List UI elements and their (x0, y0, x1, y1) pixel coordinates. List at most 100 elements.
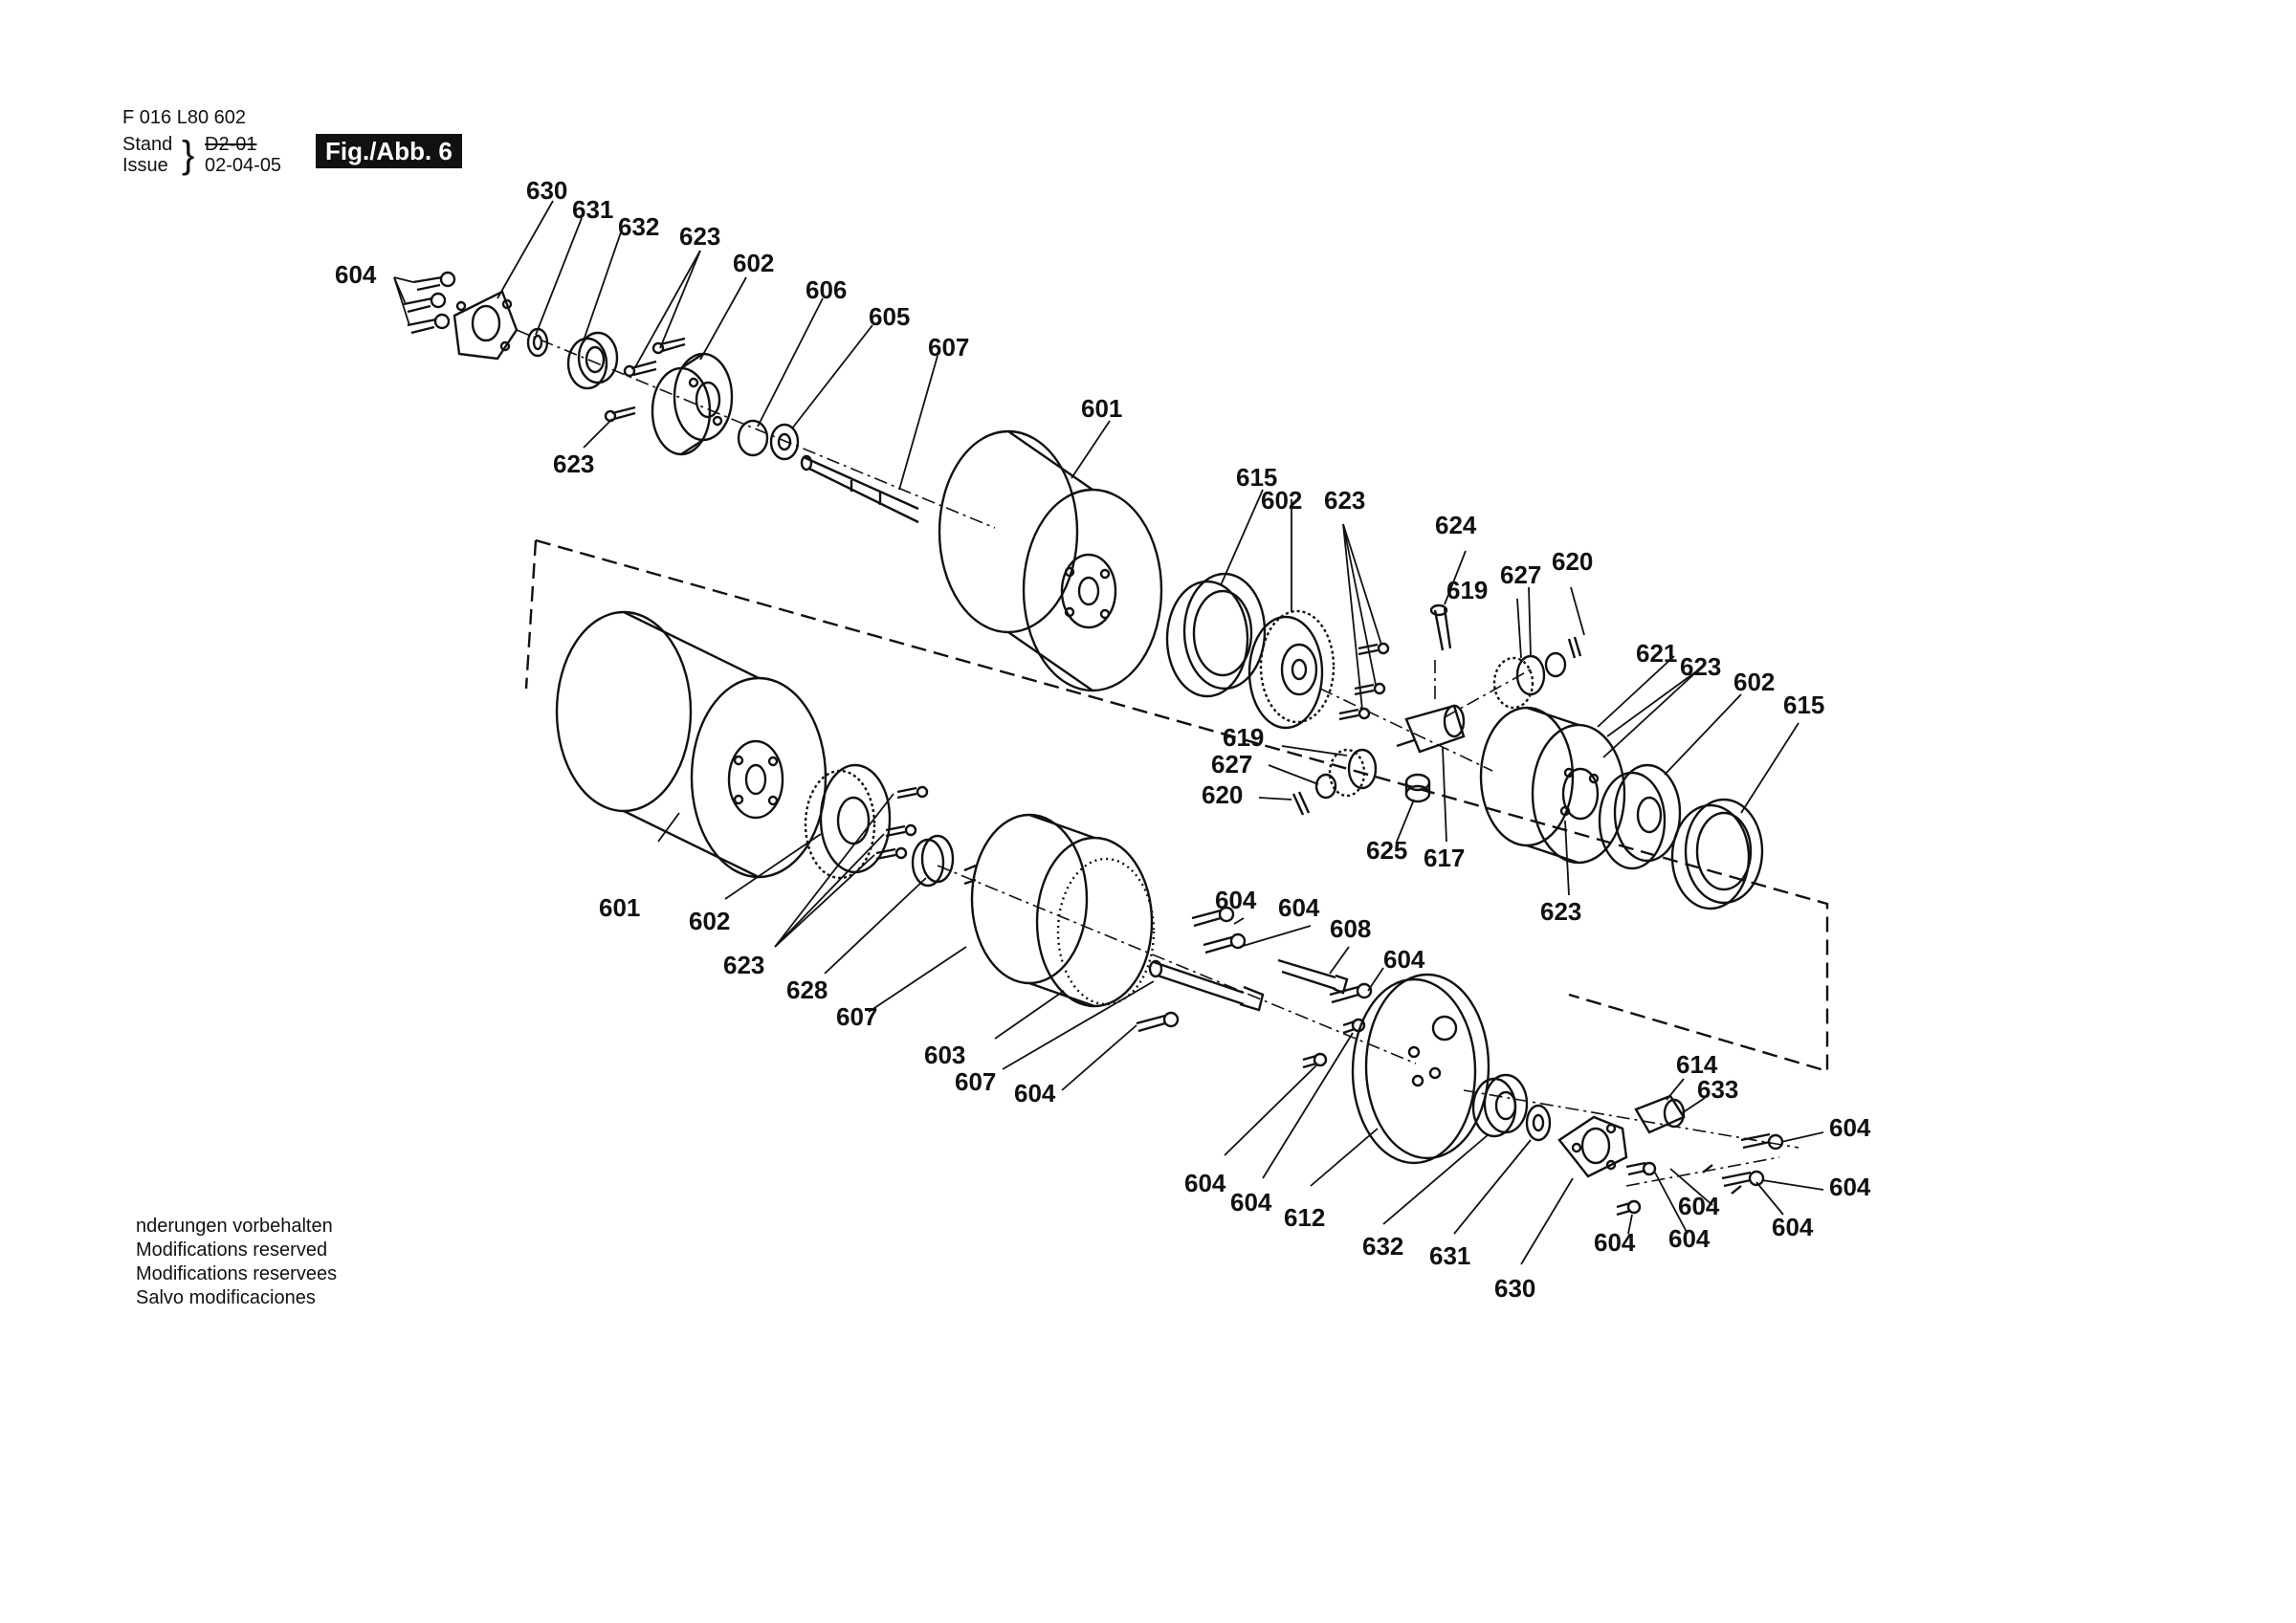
assembly-boundary-left (524, 539, 538, 690)
part-label: 604 (1594, 1228, 1636, 1257)
note-spanish: Salvo modificaciones (136, 1287, 316, 1308)
shaft-607-top (800, 454, 919, 524)
part-label: 603 (924, 1041, 965, 1069)
stand-label: Stand (122, 134, 173, 155)
part-label: 604 (1772, 1213, 1814, 1241)
hub-602-top (651, 352, 734, 456)
part-label: 604 (1014, 1079, 1056, 1108)
figure-badge: Fig./Abb. 6 (316, 134, 462, 168)
screws-604-lower (1136, 906, 1373, 1069)
part-label: 601 (1081, 394, 1122, 423)
pins-623-lower (875, 785, 929, 861)
part-label: 627 (1211, 750, 1252, 779)
part-label: 604 (1829, 1113, 1871, 1142)
end-plate-612 (1351, 973, 1490, 1165)
part-label: 604 (1383, 945, 1425, 974)
bearing-632-lower (1471, 1073, 1529, 1138)
issue-label: Issue (122, 155, 168, 176)
part-label: 623 (1324, 486, 1365, 515)
revision-brace: } (182, 134, 195, 176)
part-label: 602 (1261, 486, 1302, 515)
screw-620-upper (1567, 636, 1582, 659)
bearing-628 (911, 834, 955, 888)
part-label: 604 (1678, 1192, 1720, 1220)
part-label: 631 (1429, 1241, 1470, 1270)
ring-615-right (1670, 798, 1764, 910)
part-label: 604 (1278, 893, 1320, 922)
part-label: 619 (1446, 576, 1488, 604)
part-label: 604 (1829, 1173, 1871, 1201)
screws-604-right (1616, 1132, 1784, 1217)
washer-631-top-inner (532, 334, 543, 351)
part-label: 607 (955, 1067, 996, 1096)
part-label: 605 (869, 302, 910, 331)
housing-603 (963, 813, 1156, 1008)
part-label: 615 (1783, 691, 1824, 719)
shaft-607-lower (1148, 959, 1265, 1012)
part-label: 604 (1230, 1188, 1272, 1217)
end-flange-top (453, 290, 519, 361)
part-label: 625 (1366, 836, 1407, 865)
screw-620-lower (1292, 791, 1311, 816)
part-label: 623 (553, 450, 594, 478)
screws-604-top (403, 271, 456, 335)
part-label: 604 (1668, 1224, 1711, 1253)
part-label: 623 (723, 951, 764, 979)
part-label: 630 (1494, 1274, 1535, 1303)
shaft-608 (1277, 958, 1349, 995)
part-label: 632 (1362, 1232, 1403, 1261)
part-label: 602 (733, 249, 774, 277)
part-label: 601 (599, 893, 640, 922)
gear-602-upper (1247, 609, 1336, 730)
part-label: 607 (836, 1002, 877, 1031)
washer-627-lower (1314, 773, 1337, 800)
part-label: 633 (1697, 1075, 1738, 1104)
leader-lines (393, 200, 1824, 1265)
part-label: 604 (1215, 886, 1257, 914)
part-label: 630 (526, 176, 567, 205)
screw-624 (1429, 603, 1452, 651)
part-label: 615 (1236, 463, 1277, 492)
washer-631-lower (1525, 1104, 1552, 1142)
part-label: 623 (679, 222, 720, 251)
part-label: 604 (1184, 1169, 1226, 1197)
assembly-axes (516, 329, 1799, 1187)
part-label: 614 (1676, 1050, 1718, 1079)
document-number: F 016 L80 602 (122, 107, 246, 128)
note-french: Modifications reservees (136, 1263, 338, 1284)
drum-601-lower (555, 610, 828, 879)
note-german: nderungen vorbehalten (136, 1216, 333, 1237)
gear-housing-617 (1396, 704, 1466, 754)
part-labels: 630 631 632 623 602 604 606 605 607 623 … (335, 176, 1871, 1303)
drum-601-upper (938, 429, 1163, 692)
new-revision: 02-04-05 (205, 155, 282, 176)
drum-right (1479, 706, 1626, 865)
assembly-boundary-dashed (535, 538, 1829, 1073)
bush-625 (1404, 773, 1431, 803)
gear-602-lower (804, 763, 892, 880)
part-label: 619 (1223, 723, 1264, 752)
modification-notes: nderungen vorbehalten Modifications rese… (136, 1215, 337, 1310)
part-label: 617 (1424, 844, 1465, 872)
pins-623-upper (1338, 642, 1390, 721)
part-label: 628 (786, 976, 828, 1004)
bevel-gear-619-upper (1492, 654, 1546, 710)
part-label: 602 (1733, 668, 1775, 696)
part-label: 604 (335, 260, 377, 289)
part-label: 624 (1435, 511, 1477, 539)
washer-631-top (526, 327, 549, 358)
part-label: 623 (1540, 897, 1581, 926)
part-label: 602 (689, 907, 730, 935)
end-flange-lower (1557, 1115, 1628, 1178)
part-label: 623 (1680, 652, 1721, 681)
part-label: 620 (1202, 780, 1243, 809)
part-label: 608 (1330, 914, 1371, 943)
ring-606 (737, 419, 769, 457)
part-label: 607 (928, 333, 969, 362)
part-label: 621 (1636, 639, 1677, 668)
note-english: Modifications reserved (136, 1239, 328, 1261)
hub-602-right (1598, 763, 1682, 870)
part-label: 606 (806, 275, 847, 304)
